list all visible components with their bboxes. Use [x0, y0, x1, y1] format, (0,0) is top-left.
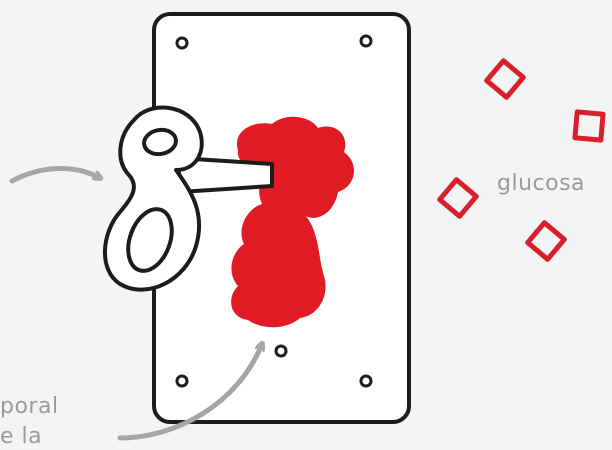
glucose-label: glucosa — [497, 173, 585, 195]
glucose-squares — [440, 61, 603, 260]
glucose-square-icon — [575, 112, 603, 140]
glucose-square-icon — [528, 223, 565, 260]
glucose-square-icon — [487, 61, 524, 98]
curved-arrow-icon — [12, 169, 100, 181]
cut-label-line-2: e la — [0, 426, 42, 448]
glucose-square-icon — [440, 180, 477, 217]
cut-label-line-1: poral — [0, 396, 59, 418]
